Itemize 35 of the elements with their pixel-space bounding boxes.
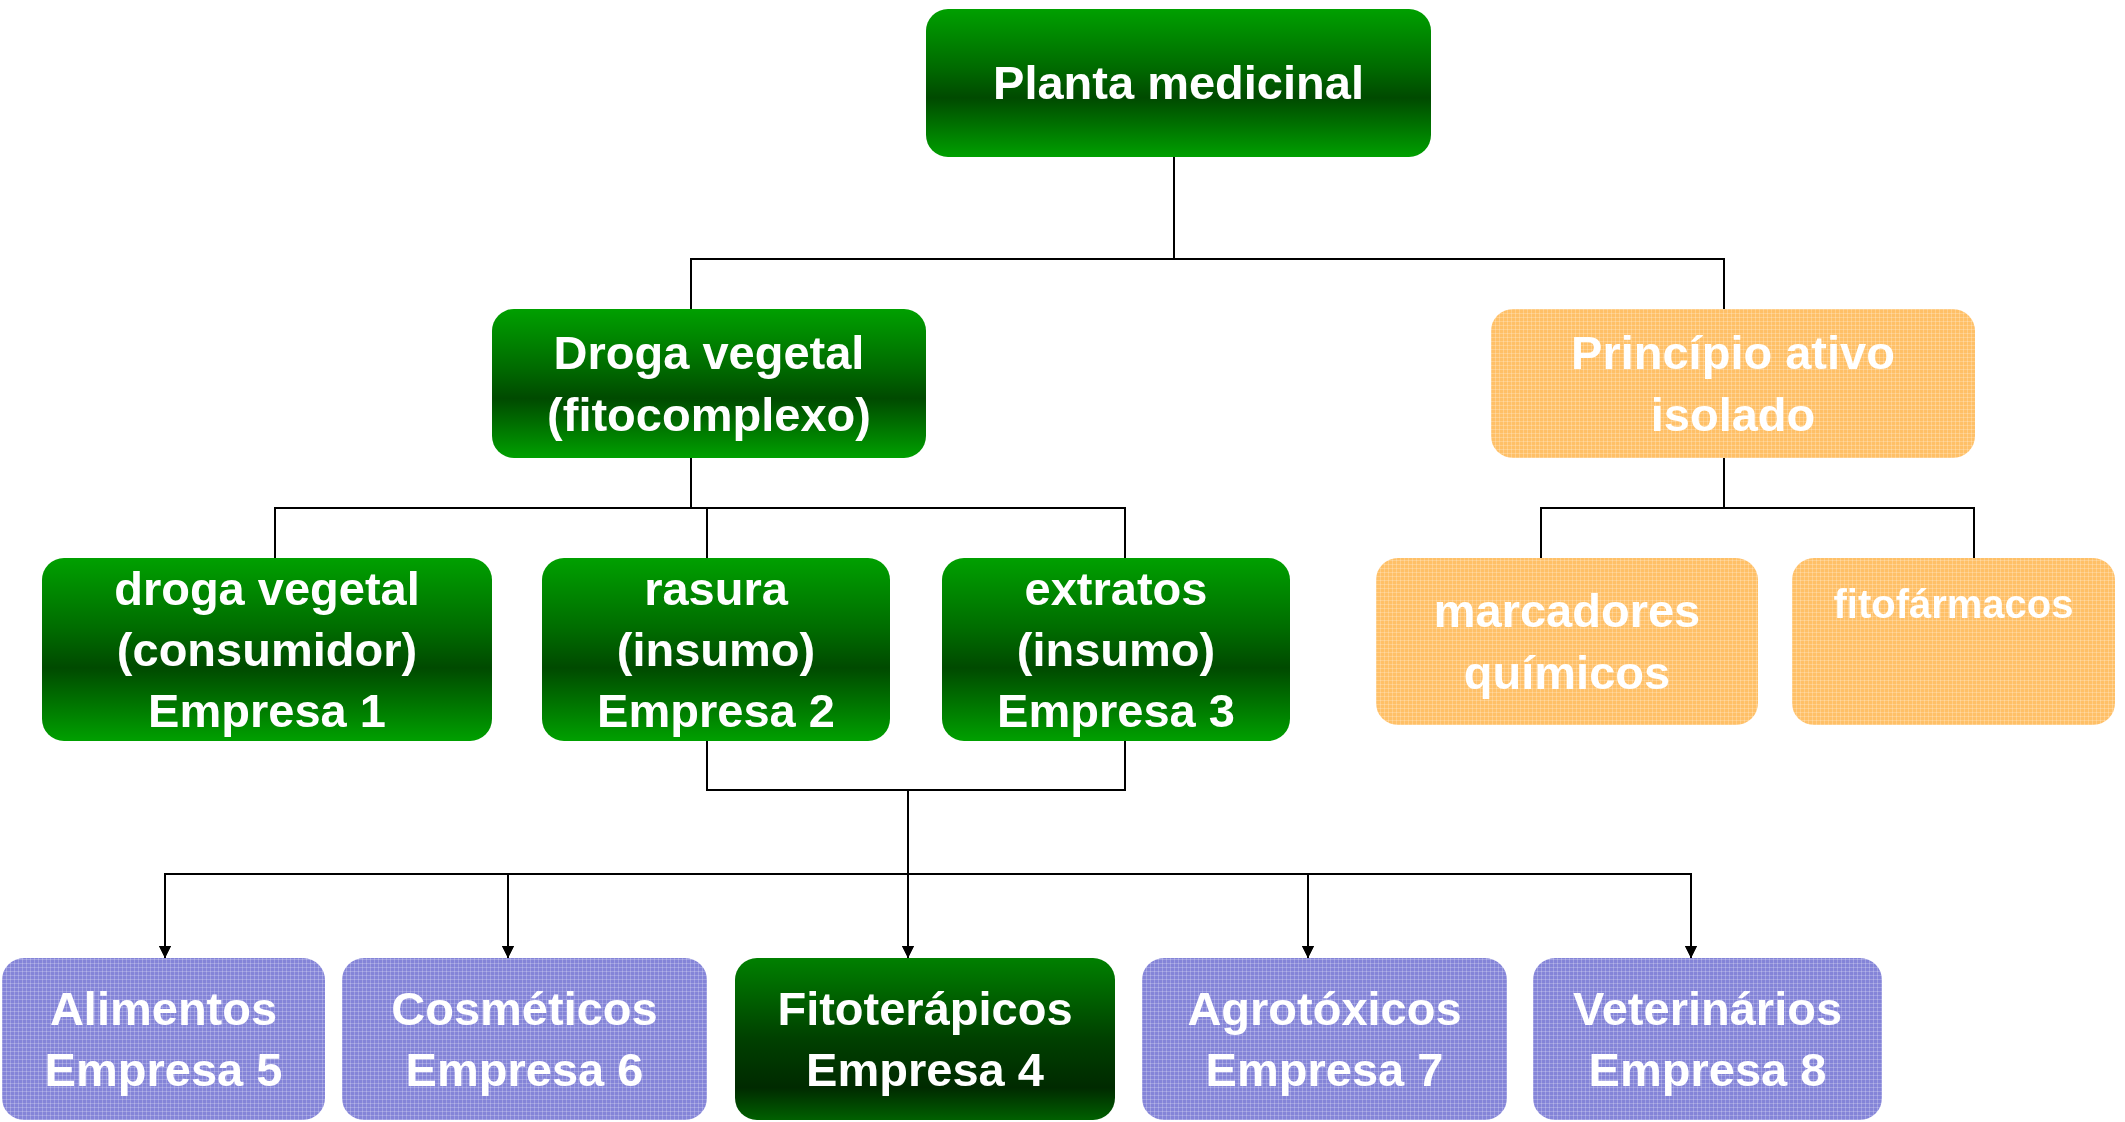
node-label: Agrotóxicos	[1187, 980, 1462, 1037]
node-label: droga vegetal (consumidor)	[113, 560, 421, 678]
rounded-box	[1792, 558, 2115, 725]
rounded-box	[1376, 558, 1758, 725]
node-label: Empresa 4	[806, 1042, 1044, 1098]
node-label: Empresa 1	[148, 683, 386, 740]
node-label: Fitoterápicos	[777, 980, 1073, 1037]
rounded-box	[2, 958, 325, 1120]
node-label: rasura (insumo)	[615, 560, 817, 678]
node-label: Droga vegetal (fitocomplexo)	[546, 325, 872, 443]
node-label: fitofármacos	[1833, 581, 2074, 628]
rounded-box	[1142, 958, 1507, 1120]
rounded-box	[926, 9, 1431, 157]
rounded-box	[942, 558, 1290, 741]
rounded-box	[1491, 309, 1975, 458]
node-label: Planta medicinal	[993, 55, 1364, 112]
rounded-box	[735, 958, 1115, 1120]
node-label: Alimentos	[49, 980, 278, 1037]
node-label: Empresa 3	[997, 683, 1235, 740]
rounded-box	[1533, 958, 1882, 1120]
node-label: Empresa 6	[405, 1042, 644, 1098]
node-label: Princípio ativo isolado	[1570, 325, 1896, 443]
node-label: Empresa 2	[597, 683, 835, 740]
node-label: marcadores químicos	[1432, 583, 1702, 701]
node-label: Empresa 5	[44, 1042, 283, 1098]
rounded-box	[342, 958, 707, 1120]
node-label: Cosméticos	[391, 980, 658, 1037]
connector-line	[1723, 457, 1975, 559]
node-label: Veterinários	[1572, 980, 1843, 1037]
node-label: extratos (insumo)	[1015, 560, 1217, 678]
rounded-box	[542, 558, 890, 741]
node-label: Empresa 8	[1588, 1042, 1827, 1098]
rounded-box	[42, 558, 492, 741]
rounded-box	[492, 309, 926, 458]
node-label: Empresa 7	[1205, 1042, 1444, 1098]
